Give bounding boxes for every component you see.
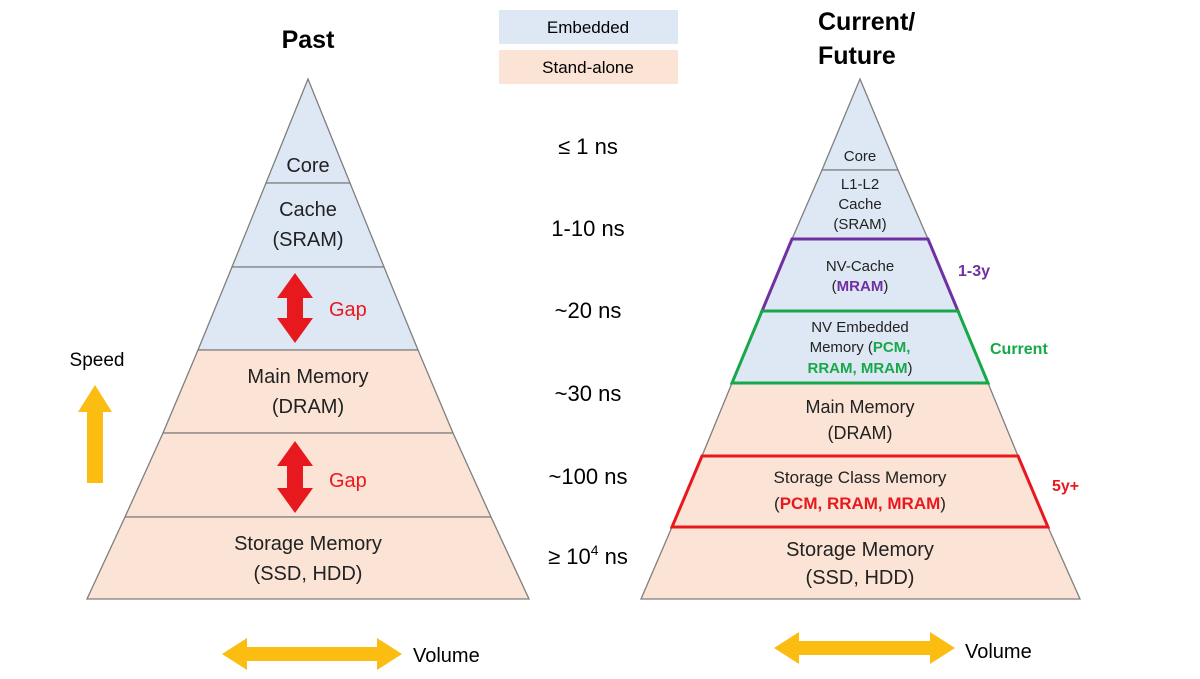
latency-storage-exponent: 4 [591, 542, 599, 558]
past-layer-gap2 [123, 432, 493, 518]
past-cache-label-line2: (SRAM) [272, 229, 343, 251]
future-l1l2-label-line2: Cache [838, 196, 881, 213]
latency-storage-base: ≥ 10 [548, 544, 591, 569]
future-layer-scm [671, 455, 1049, 528]
nvemb-tech-2: RRAM, MRAM [808, 360, 908, 377]
legend-embedded-swatch [499, 10, 678, 44]
past-title: Past [282, 26, 335, 54]
legend-embedded-label: Embedded [547, 18, 629, 37]
latency-cache: 1-10 ns [551, 216, 624, 241]
past-layer-main [162, 349, 454, 434]
future-scm-label-line1: Storage Class Memory [774, 468, 947, 487]
future-nvcache-label-line2: (MRAM) [832, 278, 889, 295]
future-scm-label-line2: (PCM, RRAM, MRAM) [774, 494, 946, 513]
future-nvcache-label-line1: NV-Cache [826, 258, 894, 275]
volume-label-right: Volume [965, 641, 1032, 663]
past-storage-label-line1: Storage Memory [234, 533, 382, 555]
latency-core: ≤ 1 ns [558, 134, 618, 159]
past-main-label-line1: Main Memory [247, 366, 368, 388]
past-core-label: Core [286, 155, 329, 177]
past-layer-cache [231, 182, 385, 268]
volume-label-left: Volume [413, 645, 480, 667]
future-core-label: Core [844, 148, 877, 165]
scm-highlight-border [669, 454, 1051, 529]
nvembedded-highlight-border [729, 309, 991, 385]
past-pyramid [85, 77, 531, 600]
latency-gap: ~20 ns [555, 298, 622, 323]
latency-column: ≤ 1 ns 1-10 ns ~20 ns ~30 ns ~100 ns ≥ 1… [548, 134, 628, 569]
legend: Embedded Stand-alone [499, 10, 678, 84]
future-nvemb-label-line1: NV Embedded [811, 319, 909, 336]
latency-scm: ~100 ns [549, 464, 628, 489]
legend-standalone-label: Stand-alone [542, 58, 634, 77]
legend-standalone-swatch [499, 50, 678, 84]
speed-arrow-icon [78, 385, 112, 483]
past-cache-label-line1: Cache [279, 199, 337, 221]
past-layer-storage [85, 516, 531, 600]
volume-arrow-left-icon [222, 638, 402, 670]
past-labels: Core Cache (SRAM) Main Memory (DRAM) Sto… [234, 155, 382, 585]
volume-arrow-right-icon [774, 632, 955, 664]
past-main-label-line2: (DRAM) [272, 396, 344, 418]
future-layer-nvcache [761, 238, 959, 312]
past-layer-gap1 [197, 266, 419, 351]
current-title-line1: Current/ [818, 8, 915, 36]
future-pyramid [640, 77, 1082, 600]
future-main-label-line2: (DRAM) [828, 423, 893, 443]
past-storage-label-line2: (SSD, HDD) [254, 563, 363, 585]
future-l1l2-label-line3: (SRAM) [833, 216, 886, 233]
current-title-line2: Future [818, 42, 896, 70]
gap-label-2: Gap [329, 470, 367, 492]
nvcache-tech: MRAM [837, 278, 884, 295]
gap-arrow-2 [277, 441, 313, 513]
latency-storage: ≥ 104 ns [548, 542, 628, 569]
future-storage-label-line1: Storage Memory [786, 539, 934, 561]
latency-storage-unit: ns [599, 544, 628, 569]
timeframe-scm: 5y+ [1052, 478, 1079, 495]
future-main-label-line1: Main Memory [805, 397, 914, 417]
gap-arrow-1 [277, 273, 313, 343]
future-labels: Core L1-L2 Cache (SRAM) NV-Cache (MRAM) … [774, 148, 947, 589]
future-storage-label-line2: (SSD, HDD) [806, 567, 915, 589]
timeframe-nvembedded: Current [990, 341, 1048, 358]
timeframe-nvcache: 1-3y [958, 263, 990, 280]
speed-label: Speed [70, 350, 125, 371]
scm-tech: PCM, RRAM, MRAM [780, 494, 941, 513]
nvemb-tech-1: PCM, [873, 339, 911, 356]
future-nvemb-label-line2: Memory (PCM, [810, 339, 911, 356]
future-l1l2-label-line1: L1-L2 [841, 176, 879, 193]
future-nvemb-label-line3: RRAM, MRAM) [808, 360, 913, 377]
latency-main-memory: ~30 ns [555, 381, 622, 406]
gap-label-1: Gap [329, 299, 367, 321]
future-layer-main [701, 382, 1019, 457]
